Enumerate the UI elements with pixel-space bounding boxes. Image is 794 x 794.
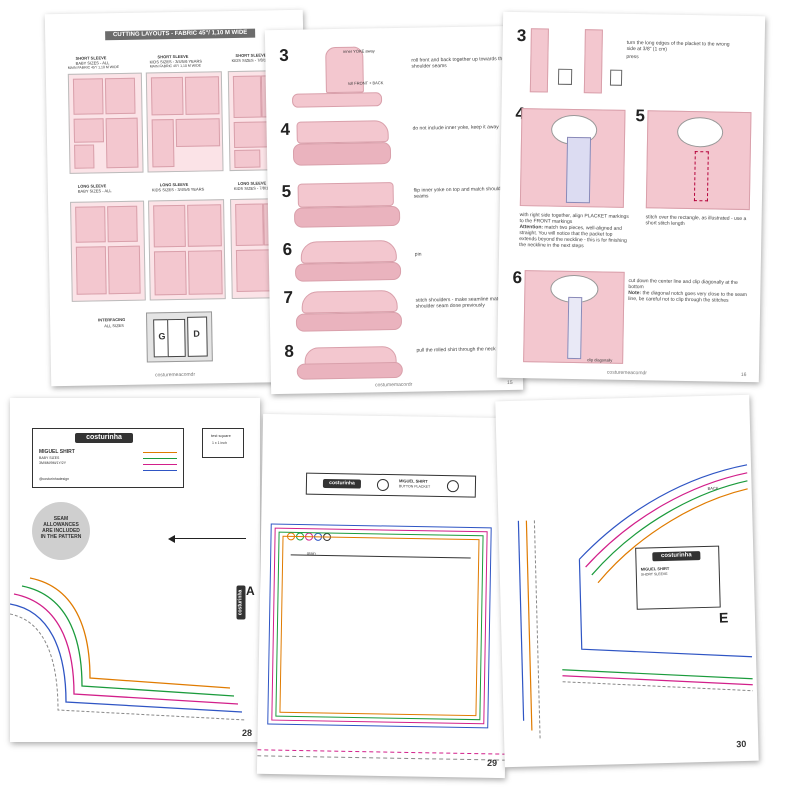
page3-number: 16 (740, 371, 747, 379)
sleeve-brand-logo: costurinha (652, 551, 701, 562)
step-5-illustration (293, 182, 401, 228)
layout-long-kids-1 (148, 199, 226, 301)
step-4-number: 4 (280, 119, 291, 139)
page3-footer: costuremeacomdr (606, 369, 647, 377)
brand-logo: costurinha (75, 433, 133, 443)
pattern-title: MIGUEL SHIRT (39, 449, 75, 455)
pattern-page-29: costurinha MIGUEL SHIRT BUTTON PLACKET g… (256, 413, 512, 779)
sleeve-title: MIGUEL SHIRT (640, 565, 670, 572)
placket-brand-logo: costurinha (322, 478, 362, 489)
step-3-number: 3 (279, 45, 289, 65)
p3-step-4-illustration (519, 108, 626, 210)
p3-step-6-illustration (523, 270, 625, 364)
piece-g-label: G (158, 331, 166, 342)
interfacing-layout: G D (145, 311, 213, 363)
test-square-size: 1 x 1 inch (212, 441, 227, 445)
size-lines-legend (143, 449, 177, 477)
placket-piece-name: BUTTON PLACKET (398, 484, 431, 489)
step-3-illustration (291, 46, 383, 110)
seam-allowance-note: SEAM ALLOWANCES ARE INCLUDED IN THE PATT… (40, 516, 82, 540)
roll-front-back-label: roll FRONT + BACK (347, 80, 384, 86)
placket-header-box: costurinha MIGUEL SHIRT BUTTON PLACKET (305, 472, 477, 498)
baby-sizes-label-2: BABY SIZES - ALL (77, 188, 112, 194)
page6-number: 30 (736, 738, 747, 750)
p3-step-6-number: 6 (512, 267, 523, 288)
page2-footer: costumemacordr (375, 381, 413, 389)
layout-short-baby (67, 72, 144, 174)
note-text: the diagonal notch goes very close to th… (628, 290, 748, 304)
seam-allowance-badge: SEAM ALLOWANCES ARE INCLUDED IN THE PATT… (32, 502, 90, 560)
page5-number: 29 (487, 757, 498, 768)
baby-sizes-title: BABY SIZES (39, 456, 60, 460)
all-sizes-label: ALL SIZES (104, 322, 124, 329)
cutting-layouts-title: CUTTING LAYOUTS - FABRIC 45"/ 1,10 M WID… (105, 28, 256, 41)
layout-short-kids-1 (145, 71, 224, 173)
sleeve-subtitle: SHORT SLEEVE (640, 571, 668, 577)
p3-step-3-number: 3 (516, 25, 527, 46)
piece-d-label: D (193, 328, 200, 339)
sleeve-info-box: costurinha MIGUEL SHIRT SHORT SLEEVE (635, 545, 721, 610)
step-6-number: 6 (282, 239, 293, 259)
interfacing-label: INTERFACING (98, 316, 126, 323)
step-8-number: 8 (284, 341, 295, 361)
page2-number: 15 (506, 379, 513, 387)
grain-arrow-head (168, 535, 175, 543)
page1-footer: costuremeacomdr (155, 371, 196, 379)
pattern-page-30: BACK costurinha MIGUEL SHIRT SHORT SLEEV… (495, 394, 759, 768)
step-5-number: 5 (281, 181, 292, 201)
pattern-piece-a-lines (10, 577, 247, 721)
page4-number: 28 (242, 728, 253, 738)
placket-circle-icon-2 (446, 480, 460, 493)
p3-step-6-note: Note: the diagonal notch goes very close… (628, 290, 750, 304)
placket-title: MIGUEL SHIRT (398, 478, 428, 484)
inner-yoke-label: inner YOKE away (343, 48, 375, 54)
kids-sizes-label-3: KIDS SIZES - 3/4/5/6 YEARS (151, 186, 205, 193)
p3-step-5-text: stitch over the rectangle, as illustrate… (645, 214, 747, 227)
p3-step-4-attention: Attention: match two pieces, well-aligne… (519, 224, 629, 250)
step-7-number: 7 (283, 287, 294, 307)
sleeve-pattern-lines (517, 464, 753, 741)
test-square: test square 1 x 1 inch (202, 428, 244, 458)
clip-diagonally-label: clip diagonally (587, 357, 613, 363)
step-8-illustration (296, 342, 403, 380)
test-square-label: test square (211, 433, 231, 438)
layout-long-baby (70, 200, 146, 302)
p3-step-3-illustration (528, 28, 625, 94)
piece-letter-e: E (718, 609, 729, 626)
piece-brand-logo: costurinha (236, 585, 246, 620)
p3-step-3-text: turn the long edges of the placket to th… (626, 39, 730, 53)
sizes-list: 3M/6M/9M/1Y/2Y (39, 461, 67, 465)
pattern-info-box: costurinha MIGUEL SHIRT BABY SIZES 3M/6M… (32, 428, 184, 488)
step-4-illustration (292, 120, 393, 166)
grain-arrow (174, 538, 246, 539)
p3-step-5-illustration (645, 110, 752, 212)
instructions-page-16: 3 turn the long edges of the placket to … (496, 11, 766, 383)
step-5-text: flip inner yoke on top and match shoulde… (413, 186, 506, 200)
instructions-page-15: 3 inner YOKE away roll FRONT + BACK roll… (264, 25, 524, 395)
placket-outline (257, 523, 506, 761)
p3-step-3-press: press (626, 53, 639, 61)
placket-circle-icon (376, 478, 390, 492)
step-3-text: roll front and back together up towards … (411, 56, 506, 70)
designer-handle: @costurinhadesign (39, 477, 70, 481)
main-fabric-label-2: MAIN FABRIC 45"/ 1,10 M WIDE (149, 63, 201, 69)
step-6-illustration (294, 239, 402, 282)
piece-letter-a: A (246, 584, 255, 598)
step-4-text: do not include inner yoke, keep it away (412, 124, 499, 132)
pattern-page-28: costurinha MIGUEL SHIRT BABY SIZES 3M/6M… (10, 398, 260, 742)
step-7-illustration (295, 289, 403, 332)
main-fabric-label-1: MAIN FABRIC 45"/ 1,10 M WIDE (67, 64, 119, 70)
p3-step-5-number: 5 (635, 106, 646, 126)
